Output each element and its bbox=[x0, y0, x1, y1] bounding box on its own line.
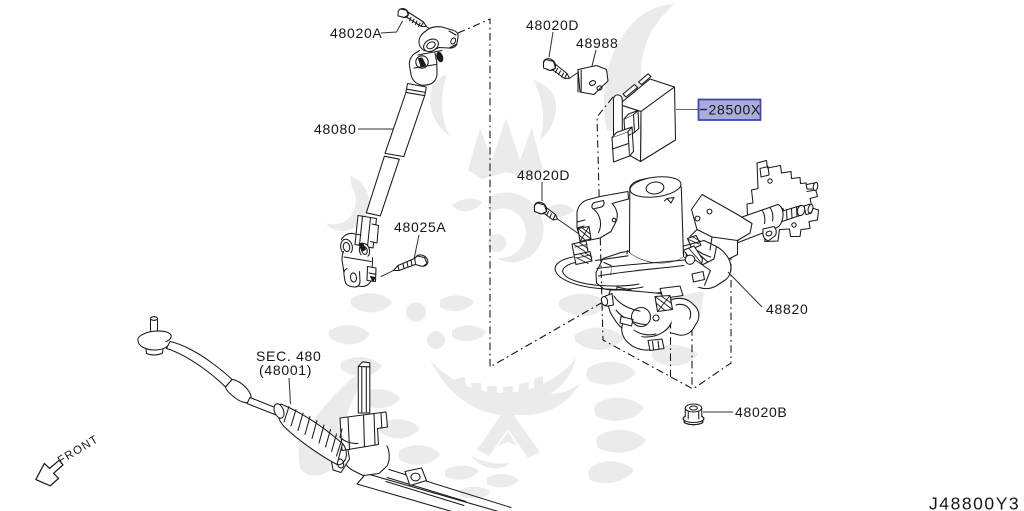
svg-text:48080: 48080 bbox=[314, 121, 356, 137]
svg-text:(48001): (48001) bbox=[259, 362, 312, 378]
svg-text:48020D: 48020D bbox=[526, 17, 579, 33]
svg-text:48020A: 48020A bbox=[330, 25, 382, 41]
svg-text:28500X: 28500X bbox=[709, 102, 761, 118]
svg-text:J48800Y3: J48800Y3 bbox=[929, 494, 1020, 511]
svg-text:48820: 48820 bbox=[766, 301, 808, 317]
svg-text:FRONT: FRONT bbox=[56, 433, 101, 467]
svg-text:48020B: 48020B bbox=[735, 404, 787, 420]
svg-text:SEC. 480: SEC. 480 bbox=[256, 348, 322, 364]
svg-text:48988: 48988 bbox=[576, 35, 618, 51]
svg-text:48025A: 48025A bbox=[394, 219, 446, 235]
svg-text:48020D: 48020D bbox=[517, 167, 570, 183]
